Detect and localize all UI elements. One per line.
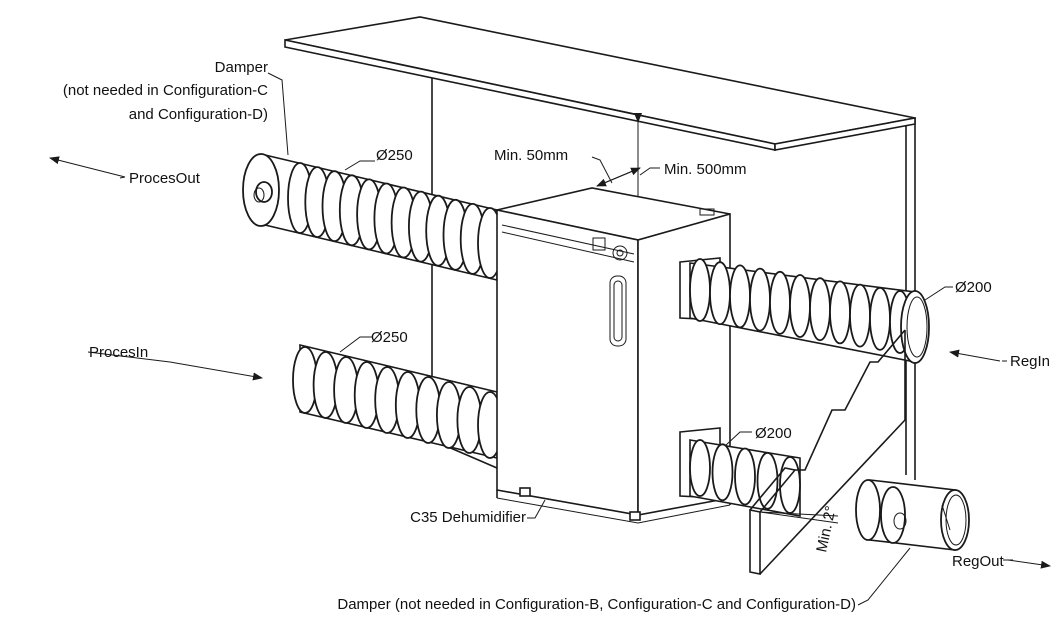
dim-250-bottom-label: Ø250	[371, 329, 408, 346]
flow-arrows	[49, 156, 1051, 569]
proces-in-label: ProcesIn	[89, 344, 148, 361]
duct-rib	[869, 286, 891, 351]
dim-200-bottom-label: Ø200	[755, 425, 792, 442]
duct-proces-out	[242, 153, 503, 282]
duct-rib	[809, 277, 831, 342]
duct-reg-out	[855, 479, 970, 551]
display-panel-icon	[592, 237, 606, 251]
duct-rib	[711, 443, 734, 502]
duct-reg-out-inner	[689, 439, 801, 517]
min-2deg-label: Min. 2°	[813, 504, 839, 553]
dim-250-top-label: Ø250	[376, 147, 413, 164]
duct-rib	[829, 280, 851, 345]
duct-rib	[689, 439, 711, 497]
duct-rib	[789, 274, 811, 338]
duct-rib	[689, 258, 711, 322]
dim-200-top-label: Ø200	[955, 279, 992, 296]
min-500-label: Min. 500mm	[664, 161, 747, 178]
duct-rib	[729, 264, 751, 329]
damper-top-label-line1: Damper	[215, 59, 268, 76]
proces-out-label: ProcesOut	[129, 170, 201, 187]
duct-rib	[849, 283, 871, 348]
duct-reg-in	[689, 258, 930, 364]
damper-top-label-line3: and Configuration-D)	[129, 106, 268, 123]
unit-name-label: C35 Dehumidifier	[410, 509, 526, 526]
duct-rib	[749, 267, 771, 332]
reg-out-label: RegOut	[952, 553, 1005, 570]
text-labels: Damper (not needed in Configuration-C an…	[63, 59, 1050, 613]
reg-in-label: RegIn	[1010, 353, 1050, 370]
fan-icon	[612, 245, 628, 261]
damper-bottom-label: Damper (not needed in Configuration-B, C…	[337, 596, 856, 613]
damper-top-label-line2: (not needed in Configuration-C	[63, 82, 268, 99]
ceiling-shelf	[284, 16, 916, 151]
stepped-bracket	[749, 329, 906, 575]
leader-lines	[87, 72, 1013, 606]
min-50-label: Min. 50mm	[494, 147, 568, 164]
duct-proces-in	[292, 343, 503, 460]
duct-rib	[734, 447, 756, 506]
duct-rib	[709, 261, 731, 326]
duct-rib	[769, 270, 791, 335]
